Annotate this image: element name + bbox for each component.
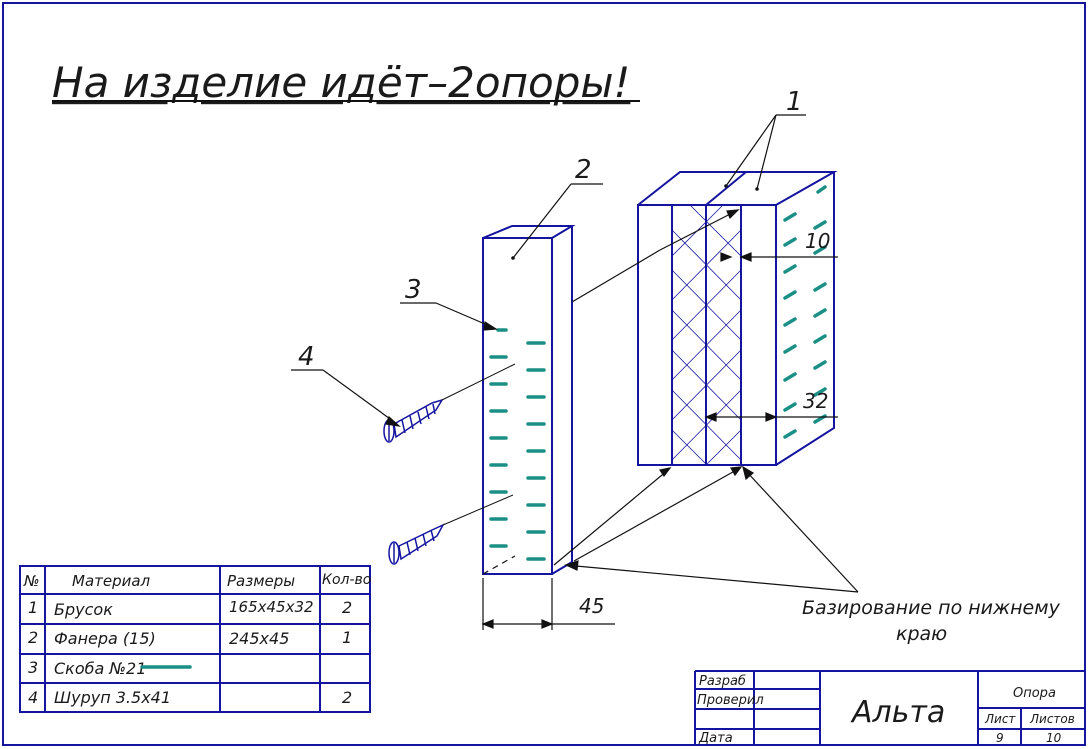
dim-10-label: 10 (805, 229, 830, 253)
spec-row3-num: 3 (28, 658, 38, 677)
tb-sheets: 10 (1046, 731, 1062, 745)
spec-header-size: Размеры (227, 572, 295, 590)
spec-row1-qty: 2 (342, 598, 352, 617)
spec-row1-material: Брусок (54, 600, 113, 619)
basing-note-line1: Базирование по нижнему (802, 597, 1061, 619)
tb-part-name: Опора (1013, 686, 1056, 701)
dimension-10 (720, 252, 838, 262)
block-assembly (637, 171, 838, 466)
title-block (694, 670, 1085, 745)
staple-marks-plywood (489, 328, 546, 561)
plywood-strip (482, 225, 576, 575)
hatching (671, 204, 742, 466)
dimension-45 (481, 578, 615, 630)
leader-lines (291, 114, 806, 427)
assembly-lines (482, 209, 743, 575)
spec-row1-num: 1 (28, 598, 38, 617)
screw-top-axis (441, 363, 516, 401)
spec-row3-material: Скоба №21 (54, 659, 146, 678)
spec-row2-material: Фанера (15) (54, 629, 156, 648)
basing-note-line2: краю (896, 623, 947, 645)
tb-sheet: 9 (996, 731, 1004, 745)
spec-row2-qty: 1 (342, 628, 352, 647)
spec-row2-size: 245х45 (229, 629, 289, 648)
dimension-32 (704, 412, 838, 422)
callout-4: 4 (298, 342, 315, 372)
spec-header-qty: Кол-во (322, 572, 371, 588)
spec-row4-num: 4 (28, 688, 38, 707)
tb-developed: Разраб (699, 674, 746, 689)
spec-row1-size: 165х45х32 (229, 598, 314, 616)
spec-header-num: № (23, 572, 40, 590)
basing-note-leaders (564, 465, 859, 593)
staple-marks-block (783, 185, 827, 439)
spec-row4-material: Шуруп 3.5х41 (54, 688, 171, 707)
screw-bottom-axis (442, 494, 514, 526)
spec-row4-qty: 2 (342, 688, 352, 707)
spec-row2-num: 2 (28, 628, 38, 647)
callout-3: 3 (405, 275, 422, 305)
callout-1: 1 (786, 87, 803, 117)
drawing-title: На изделие идёт–2опоры! (52, 58, 630, 107)
dim-45-label: 45 (579, 594, 604, 618)
tb-name: Альта (850, 695, 945, 730)
spec-header-material: Материал (72, 572, 151, 590)
tb-sheets-label: Листов (1029, 712, 1075, 726)
screw-bottom (388, 523, 445, 565)
tb-date: Дата (698, 731, 733, 746)
dim-32-label: 32 (803, 389, 828, 413)
callout-2: 2 (575, 155, 592, 185)
tb-sheet-label: Лист (984, 712, 1016, 726)
tb-checked: Проверил (697, 693, 764, 708)
spec-table (19, 565, 371, 713)
